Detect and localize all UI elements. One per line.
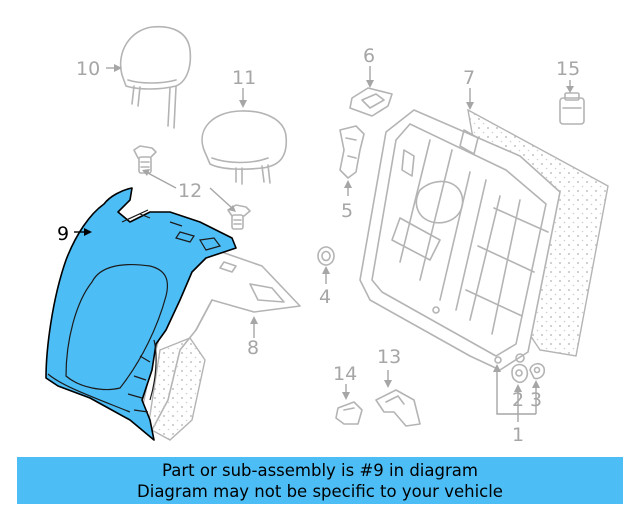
callout-leaders [74,64,574,422]
headrest-guide-parts[interactable] [133,145,251,230]
info-banner: Part or sub-assembly is #9 in diagram Di… [17,457,623,504]
cap-part[interactable] [559,92,585,125]
callout-4-label: 4 [319,286,331,308]
washer-parts[interactable] [511,362,546,384]
banner-line-1: Part or sub-assembly is #9 in diagram [162,460,478,480]
callout-2-label: 2 [512,389,524,411]
callout-10-label: 10 [76,58,100,80]
headrest-center-part[interactable] [201,110,288,185]
callout-15-label: 15 [556,58,580,80]
seatback-frame-part[interactable] [359,108,609,371]
callout-labels: 10 11 12 6 7 15 5 4 8 13 14 2 3 1 9 [57,45,580,446]
callout-14-label: 14 [333,363,357,385]
latch-part[interactable] [339,125,365,179]
callout-9-label: 9 [57,223,69,245]
callout-11-label: 11 [232,67,256,89]
callout-13-label: 13 [377,346,401,368]
callout-5-label: 5 [341,200,353,222]
headrest-left-part[interactable] [119,25,192,129]
banner-line-2: Diagram may not be specific to your vehi… [137,481,503,501]
highlighted-seatback-cover-part[interactable] [45,187,237,441]
callout-8-label: 8 [247,337,259,359]
clip-part[interactable] [375,389,421,427]
callout-12-label: 12 [178,180,202,202]
small-bracket-part[interactable] [335,401,363,425]
callout-1-label: 1 [512,424,524,446]
grommet-part[interactable] [317,246,335,266]
bracket-part[interactable] [349,87,393,117]
callout-7-label: 7 [463,67,475,89]
callout-6-label: 6 [363,45,375,67]
callout-3-label: 3 [530,389,542,411]
